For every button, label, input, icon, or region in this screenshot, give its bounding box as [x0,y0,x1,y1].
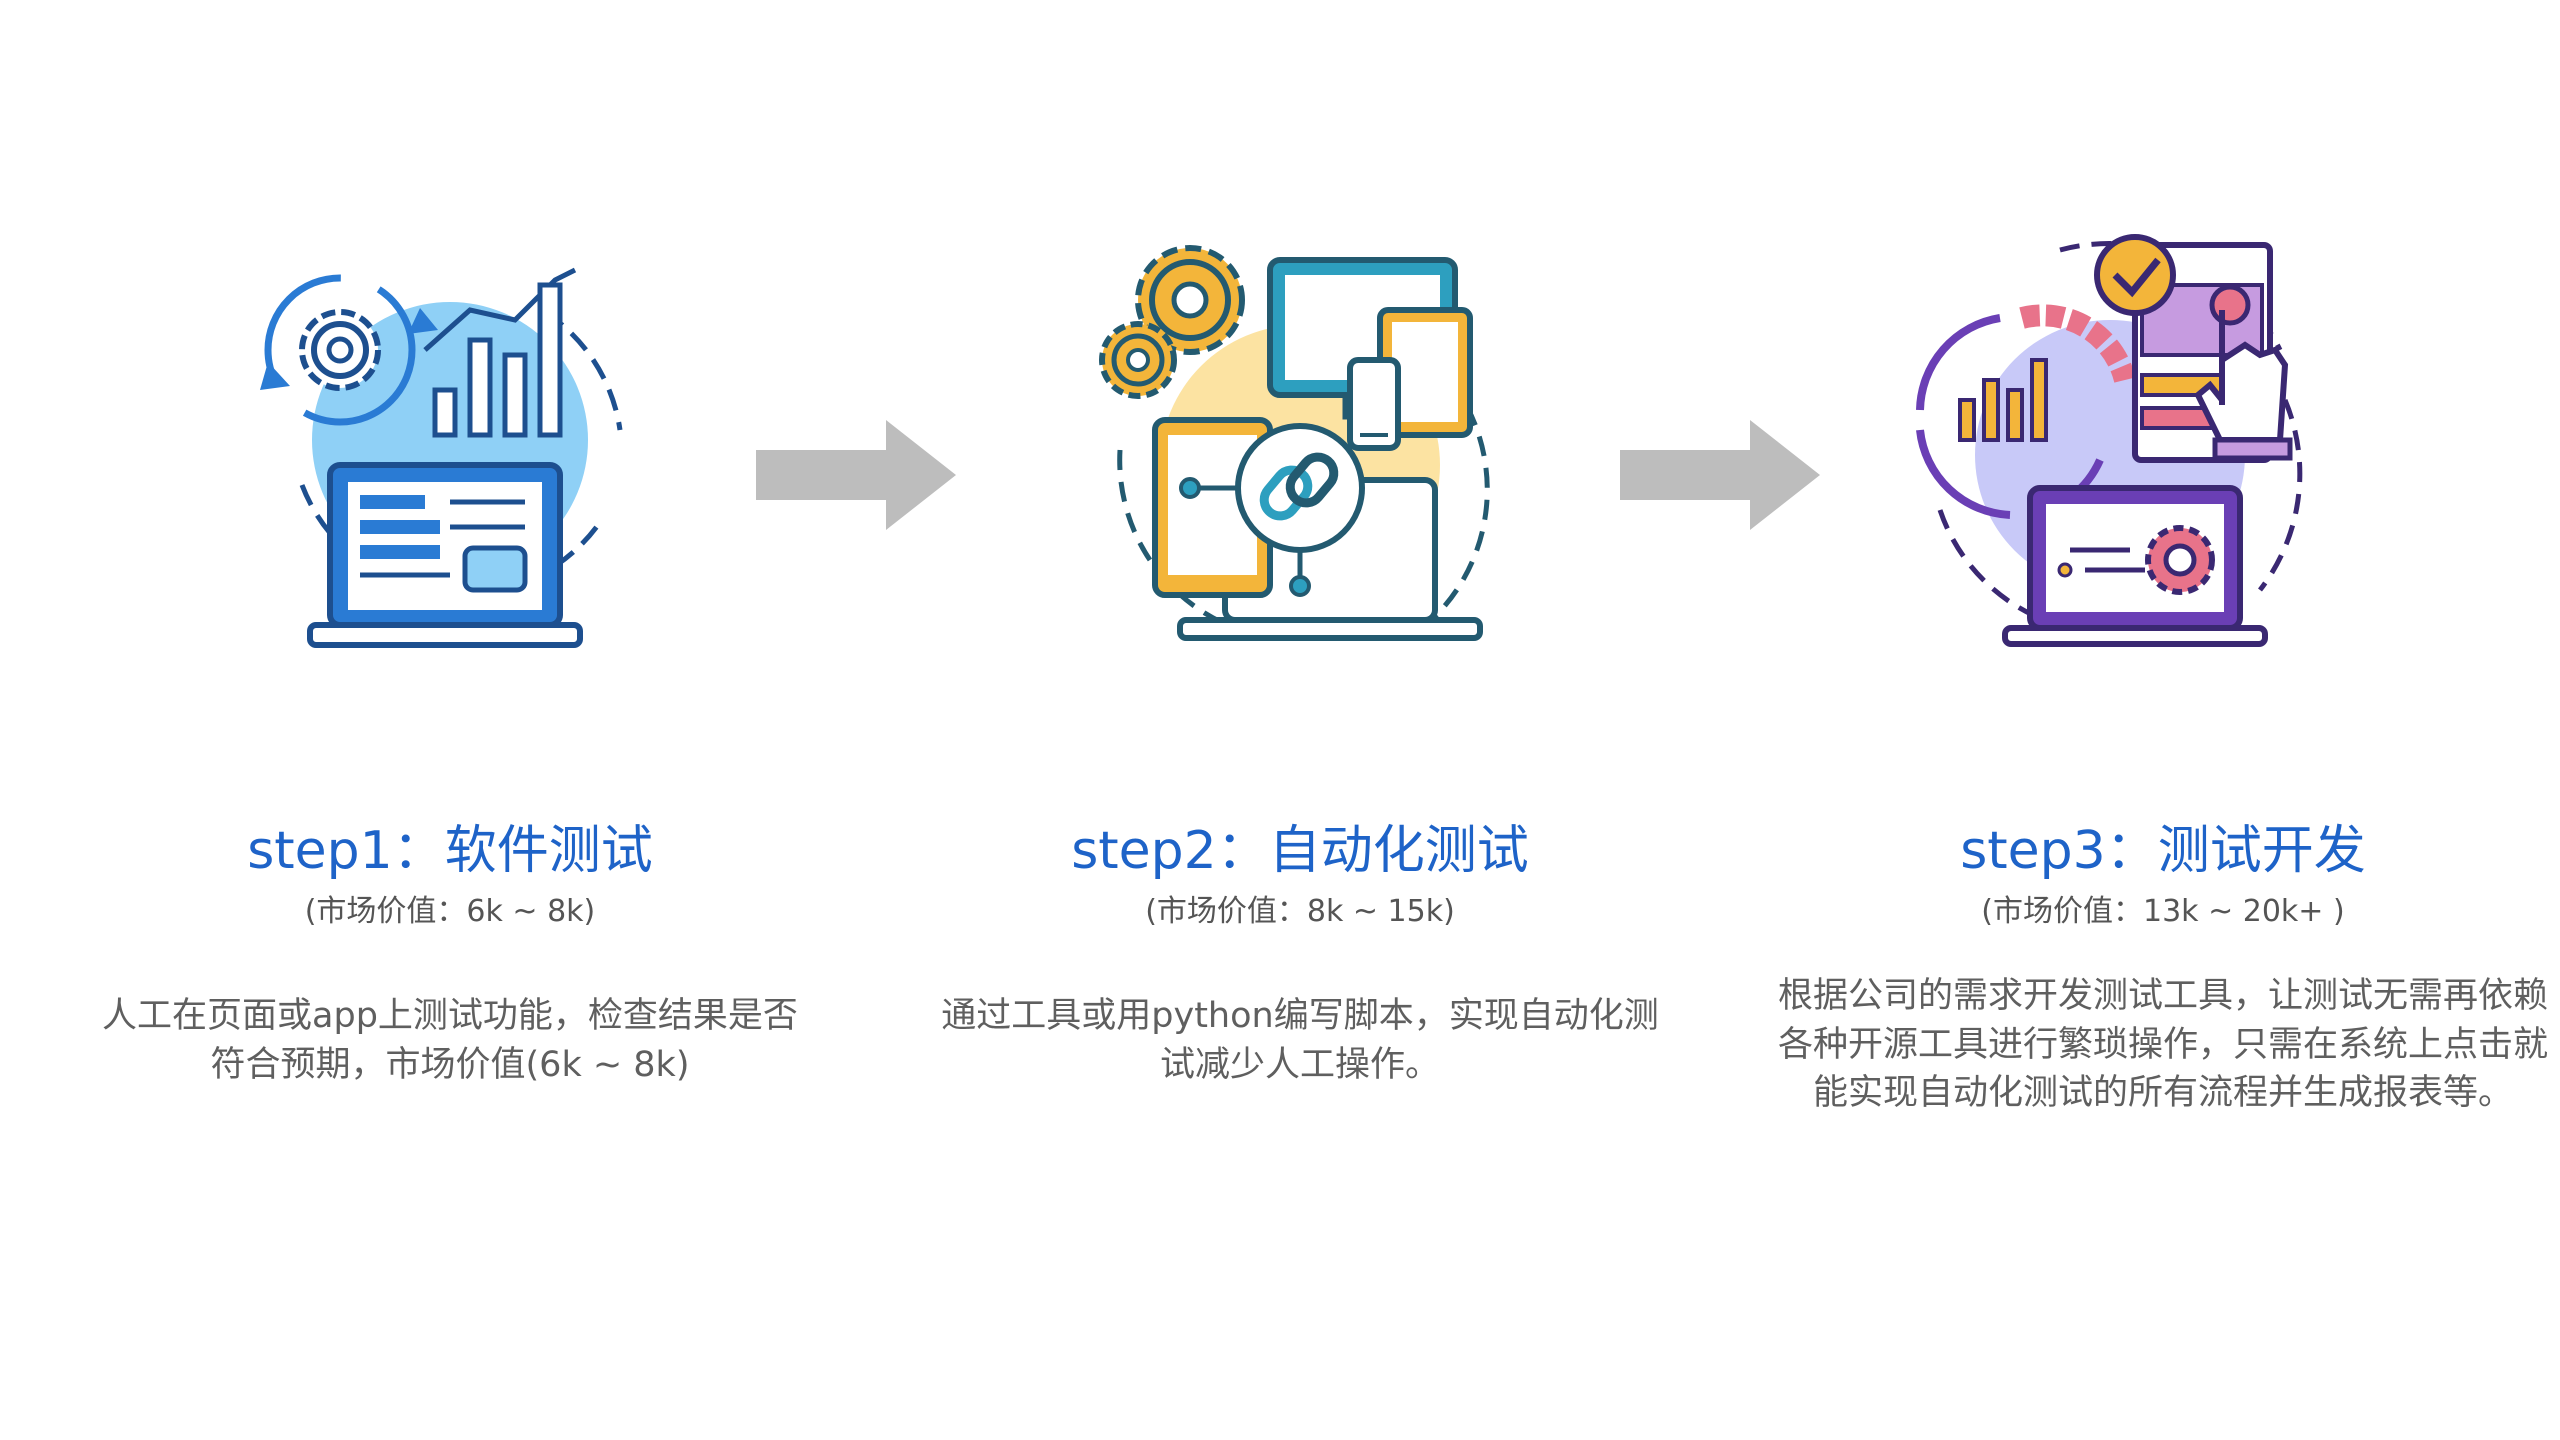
step-1-block: step1：软件测试 (市场价值：6k ~ 8k) 人工在页面或app上测试功能… [100,820,800,1089]
step-1-description: 人工在页面或app上测试功能，检查结果是否符合预期，市场价值(6k ~ 8k) [102,996,798,1085]
step-1-title: step1：软件测试 [247,821,653,881]
step-3-description: 根据公司的需求开发测试工具，让测试无需再依赖各种开源工具进行繁琐操作，只需在系统… [1778,976,2549,1113]
step-2-description: 通过工具或用python编写脚本，实现自动化测试减少人工操作。 [941,996,1659,1085]
step-3-block: step3：测试开发 (市场价值：13k ~ 20k+ ) 根据公司的需求开发测… [1778,820,2548,1117]
step-2-title: step2：自动化测试 [1071,821,1529,881]
step-2-block: step2：自动化测试 (市场价值：8k ~ 15k) 通过工具或用python… [930,820,1670,1089]
step-2-market-value: (市场价值：8k ~ 15k) [1145,894,1455,930]
flow-arrow-right-icon [756,420,956,530]
manual-testing-icon [220,230,680,690]
step-3-market-value: (市场价值：13k ~ 20k+ ) [1981,894,2345,930]
step-3-title: step3：测试开发 [1960,821,2366,881]
automation-devices-icon [1060,230,1520,690]
flow-arrow-right-icon [1620,420,1820,530]
test-development-icon [1880,230,2340,690]
step-1-market-value: (市场价值：6k ~ 8k) [304,894,596,930]
